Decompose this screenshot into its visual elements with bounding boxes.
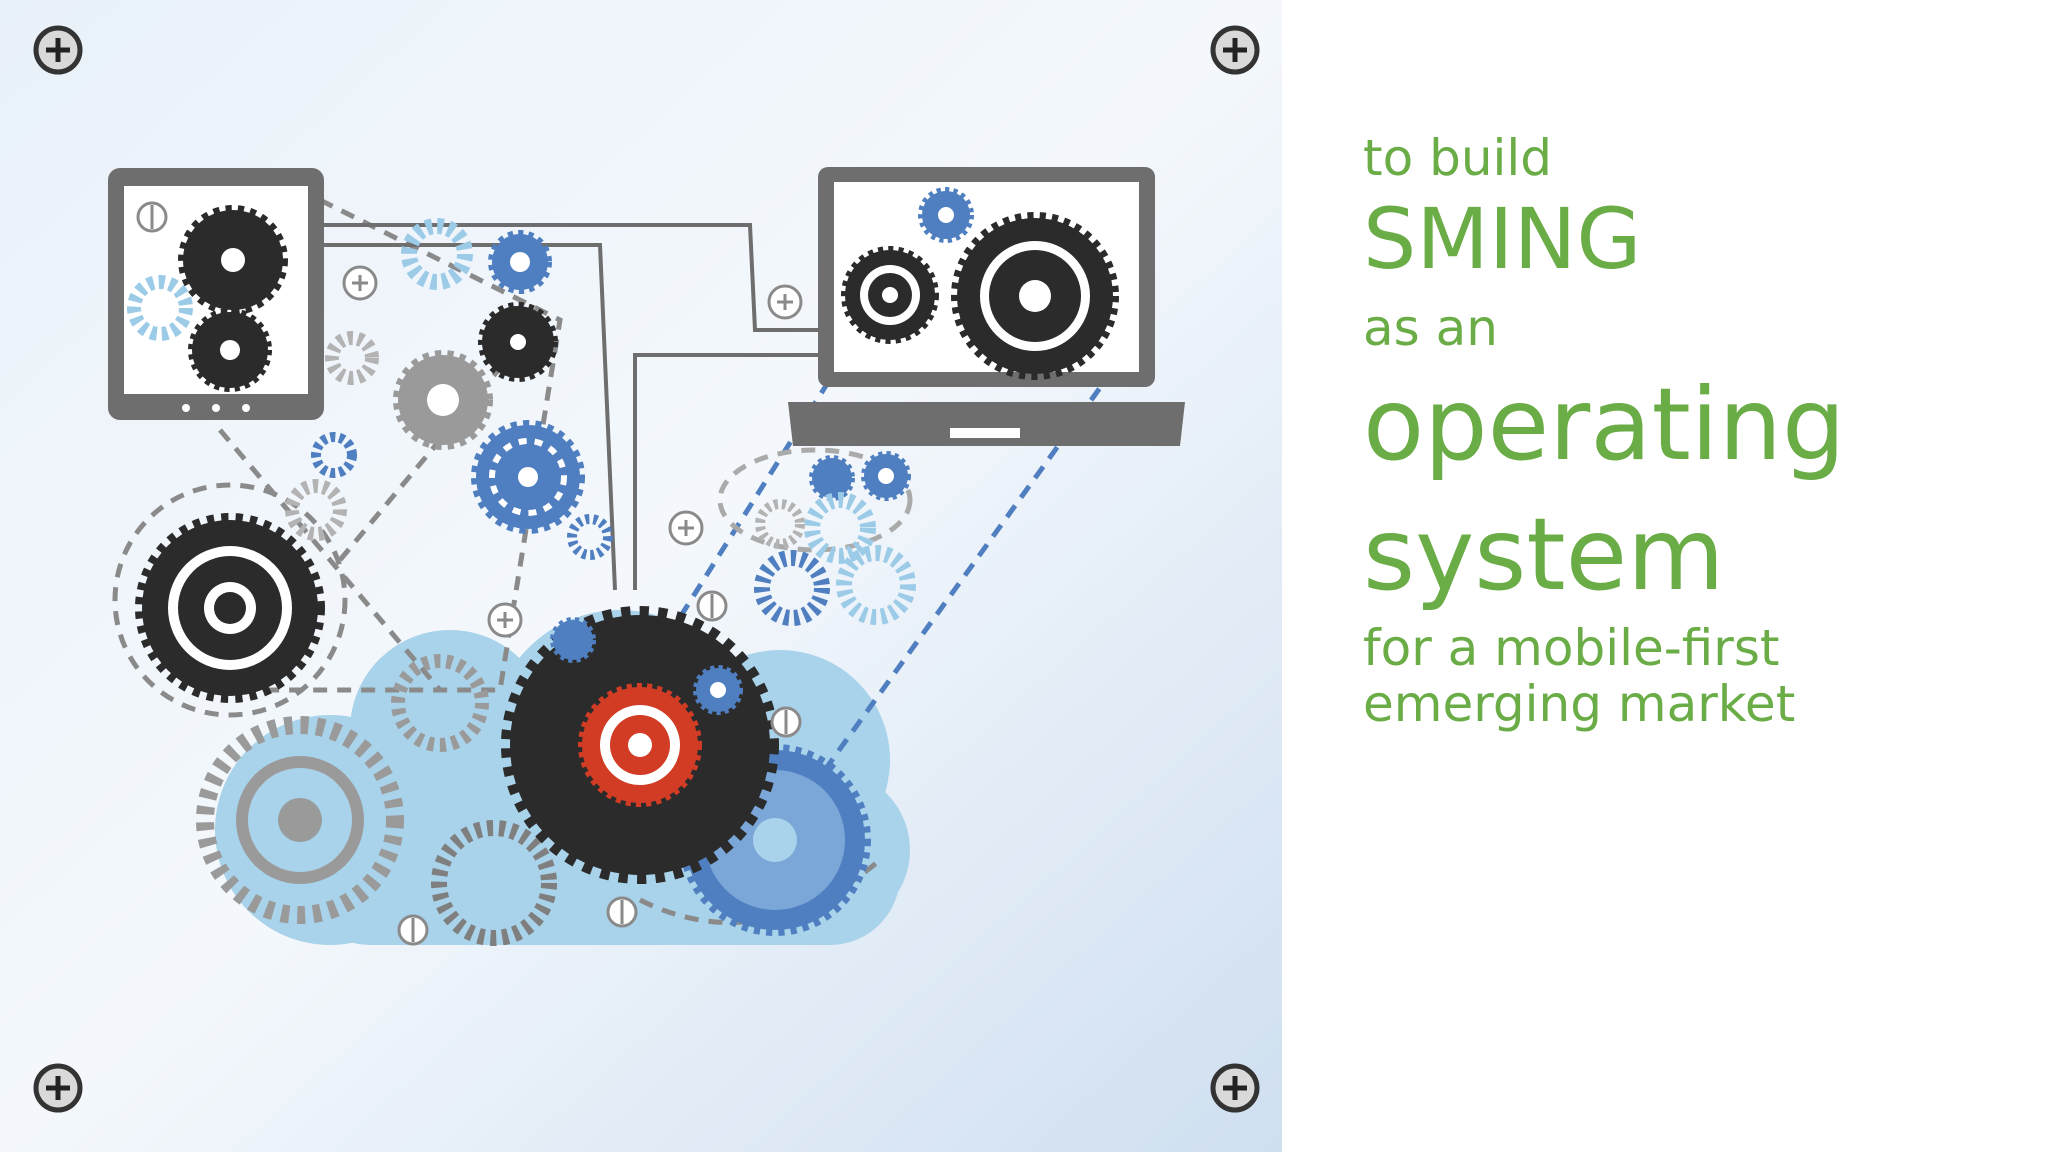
screw-icon [33, 25, 83, 75]
slide-text: to build SMING as an operating system fo… [1363, 130, 2023, 732]
screw-icon [1210, 25, 1260, 75]
gear-icon [836, 545, 916, 625]
gear-icon [311, 432, 357, 478]
text-line-operating: operating [1363, 366, 1846, 484]
gear-icon [285, 479, 347, 541]
gear-icon [567, 514, 613, 560]
gear-icon [809, 455, 855, 501]
gear-icon [550, 617, 596, 663]
connector-icons [136, 201, 803, 946]
text-line-sming: SMING [1363, 190, 1642, 288]
gear-icon [431, 820, 557, 946]
text-line-system: system [1363, 496, 1725, 614]
screw-icon [1210, 1063, 1260, 1113]
cables [320, 223, 820, 591]
gear-icon [127, 275, 193, 341]
gear-icon [754, 550, 830, 626]
gear-icon [391, 654, 489, 752]
gear-icon [401, 218, 473, 290]
text-line-as-an: as an [1363, 299, 1498, 358]
gear-icon [755, 499, 805, 549]
text-line-to-build: to build [1363, 129, 1553, 187]
text-line-mobile-first: for a mobile-first [1363, 619, 1780, 678]
gears [127, 187, 1119, 946]
gear-icon [196, 716, 404, 924]
gear-icon [804, 492, 876, 564]
gears-cloud-illustration [0, 0, 1282, 1152]
gear-icon [325, 331, 379, 385]
text-line-emerging-market: emerging market [1363, 675, 1796, 734]
screw-icon [33, 1063, 83, 1113]
